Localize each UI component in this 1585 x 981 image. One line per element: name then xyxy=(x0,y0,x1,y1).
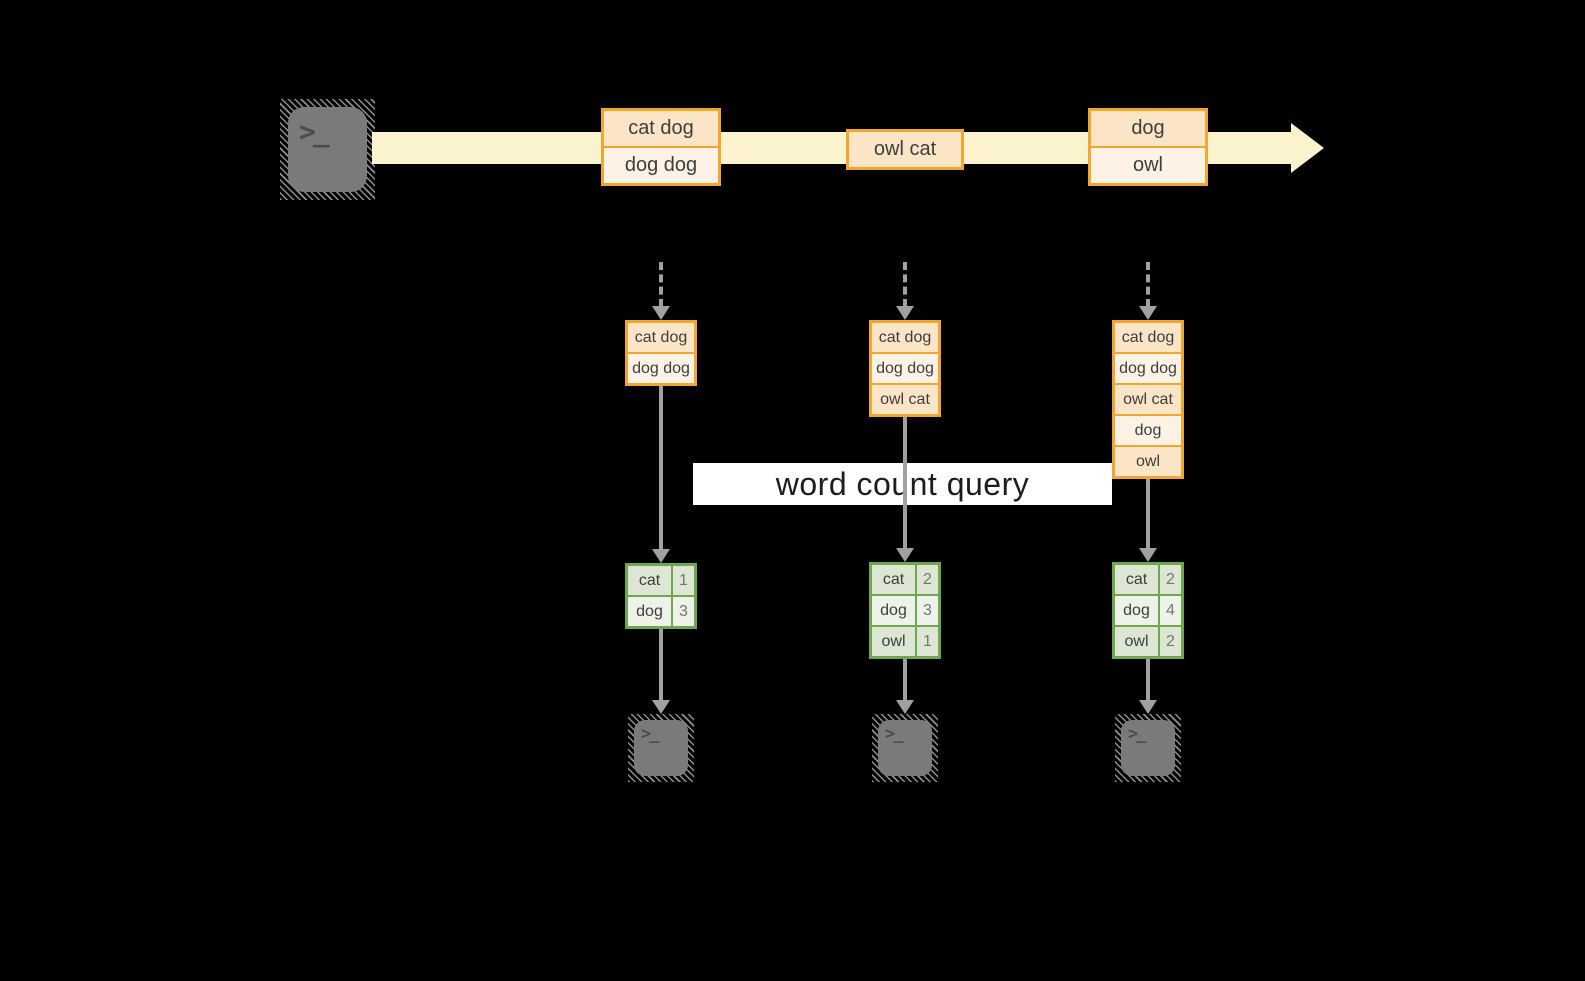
word-cell: owl xyxy=(881,633,906,650)
arrow-line xyxy=(659,262,663,307)
buffered-event-row: owl cat xyxy=(1115,383,1181,414)
query-label-band: word count query xyxy=(693,463,1112,505)
stream-event-line: dog xyxy=(1091,111,1205,146)
count-row: cat 2 xyxy=(1115,565,1181,594)
buffered-event-row: cat dog xyxy=(1115,323,1181,352)
word-cell: cat xyxy=(1125,571,1148,588)
count-cell: 2 xyxy=(915,565,938,594)
buffered-event-row: dog dog xyxy=(628,352,694,383)
count-cell: 2 xyxy=(1158,627,1181,656)
count-row: dog 3 xyxy=(628,595,694,626)
count-cell: 4 xyxy=(1158,596,1181,625)
arrowhead-icon xyxy=(1139,306,1157,320)
count-row: cat 2 xyxy=(872,565,938,594)
terminal-prompt-icon: >_ xyxy=(299,115,330,148)
word-cell: owl xyxy=(1124,633,1149,650)
buffered-event-row: dog dog xyxy=(872,352,938,383)
stream-arrowhead-icon xyxy=(1291,123,1324,173)
terminal-screen: >_ xyxy=(1121,720,1175,776)
count-cell: 2 xyxy=(1158,565,1181,594)
arrow-line xyxy=(1146,479,1150,549)
terminal-screen: >_ xyxy=(878,720,932,776)
word-cell: dog xyxy=(1123,602,1150,619)
buffered-event-row: owl xyxy=(1115,445,1181,476)
word-count-table-col1: cat 1 dog 3 xyxy=(625,563,697,629)
count-row: dog 3 xyxy=(872,594,938,625)
buffered-events-box-col2: cat dog dog dog owl cat xyxy=(869,320,941,417)
count-cell: 3 xyxy=(915,596,938,625)
arrow-line xyxy=(903,417,907,549)
word-count-table-col2: cat 2 dog 3 owl 1 xyxy=(869,562,941,659)
sink-terminal-icon-1: >_ xyxy=(628,714,694,782)
sink-terminal-icon-3: >_ xyxy=(1115,714,1181,782)
stream-event-box-2: owl cat xyxy=(846,129,964,170)
arrowhead-icon xyxy=(1139,548,1157,562)
terminal-prompt-icon: >_ xyxy=(641,724,660,744)
count-cell: 1 xyxy=(915,627,938,656)
stream-event-line: cat dog xyxy=(604,111,718,146)
arrowhead-icon xyxy=(652,700,670,714)
word-cell: dog xyxy=(880,602,907,619)
count-cell: 1 xyxy=(671,566,694,595)
arrowhead-icon xyxy=(1139,700,1157,714)
count-row: dog 4 xyxy=(1115,594,1181,625)
ingest-arrow-col1 xyxy=(652,262,670,320)
sink-terminal-icon-2: >_ xyxy=(872,714,938,782)
arrow-line xyxy=(1146,659,1150,701)
arrow-line xyxy=(659,386,663,550)
arrowhead-icon xyxy=(896,306,914,320)
count-row: cat 1 xyxy=(628,566,694,595)
word-cell: cat xyxy=(638,572,661,589)
query-input-arrow-col3 xyxy=(1139,479,1157,562)
count-row: owl 2 xyxy=(1115,625,1181,656)
query-input-arrow-col1 xyxy=(652,386,670,563)
buffered-events-box-col3: cat dog dog dog owl cat dog owl xyxy=(1112,320,1184,479)
arrowhead-icon xyxy=(652,306,670,320)
arrowhead-icon xyxy=(896,548,914,562)
stream-event-box-1: cat dog dog dog xyxy=(601,108,721,186)
terminal-screen: >_ xyxy=(288,107,367,192)
arrowhead-icon xyxy=(896,700,914,714)
buffered-event-row: dog dog xyxy=(1115,352,1181,383)
arrowhead-icon xyxy=(652,549,670,563)
word-count-table-col3: cat 2 dog 4 owl 2 xyxy=(1112,562,1184,659)
buffered-event-row: dog xyxy=(1115,414,1181,445)
stream-event-line: owl cat xyxy=(849,132,961,167)
buffered-event-row: owl cat xyxy=(872,383,938,414)
arrow-line xyxy=(659,629,663,701)
stream-event-line: dog dog xyxy=(604,146,718,183)
terminal-prompt-icon: >_ xyxy=(1128,724,1147,744)
word-cell: cat xyxy=(882,571,905,588)
ingest-arrow-col3 xyxy=(1139,262,1157,320)
query-label: word count query xyxy=(775,465,1030,502)
source-terminal-icon: >_ xyxy=(280,99,375,200)
buffered-event-row: cat dog xyxy=(628,323,694,352)
count-cell: 3 xyxy=(671,597,694,626)
buffered-events-box-col1: cat dog dog dog xyxy=(625,320,697,386)
arrow-line xyxy=(903,659,907,701)
word-cell: dog xyxy=(636,603,663,620)
query-input-arrow-col2 xyxy=(896,417,914,562)
stream-event-line: owl xyxy=(1091,146,1205,183)
stream-event-box-3: dog owl xyxy=(1088,108,1208,186)
terminal-screen: >_ xyxy=(634,720,688,776)
result-arrow-col1 xyxy=(652,629,670,714)
arrow-line xyxy=(1146,262,1150,307)
ingest-arrow-col2 xyxy=(896,262,914,320)
terminal-prompt-icon: >_ xyxy=(885,724,904,744)
arrow-line xyxy=(903,262,907,307)
buffered-event-row: cat dog xyxy=(872,323,938,352)
result-arrow-col2 xyxy=(896,659,914,714)
result-arrow-col3 xyxy=(1139,659,1157,714)
count-row: owl 1 xyxy=(872,625,938,656)
